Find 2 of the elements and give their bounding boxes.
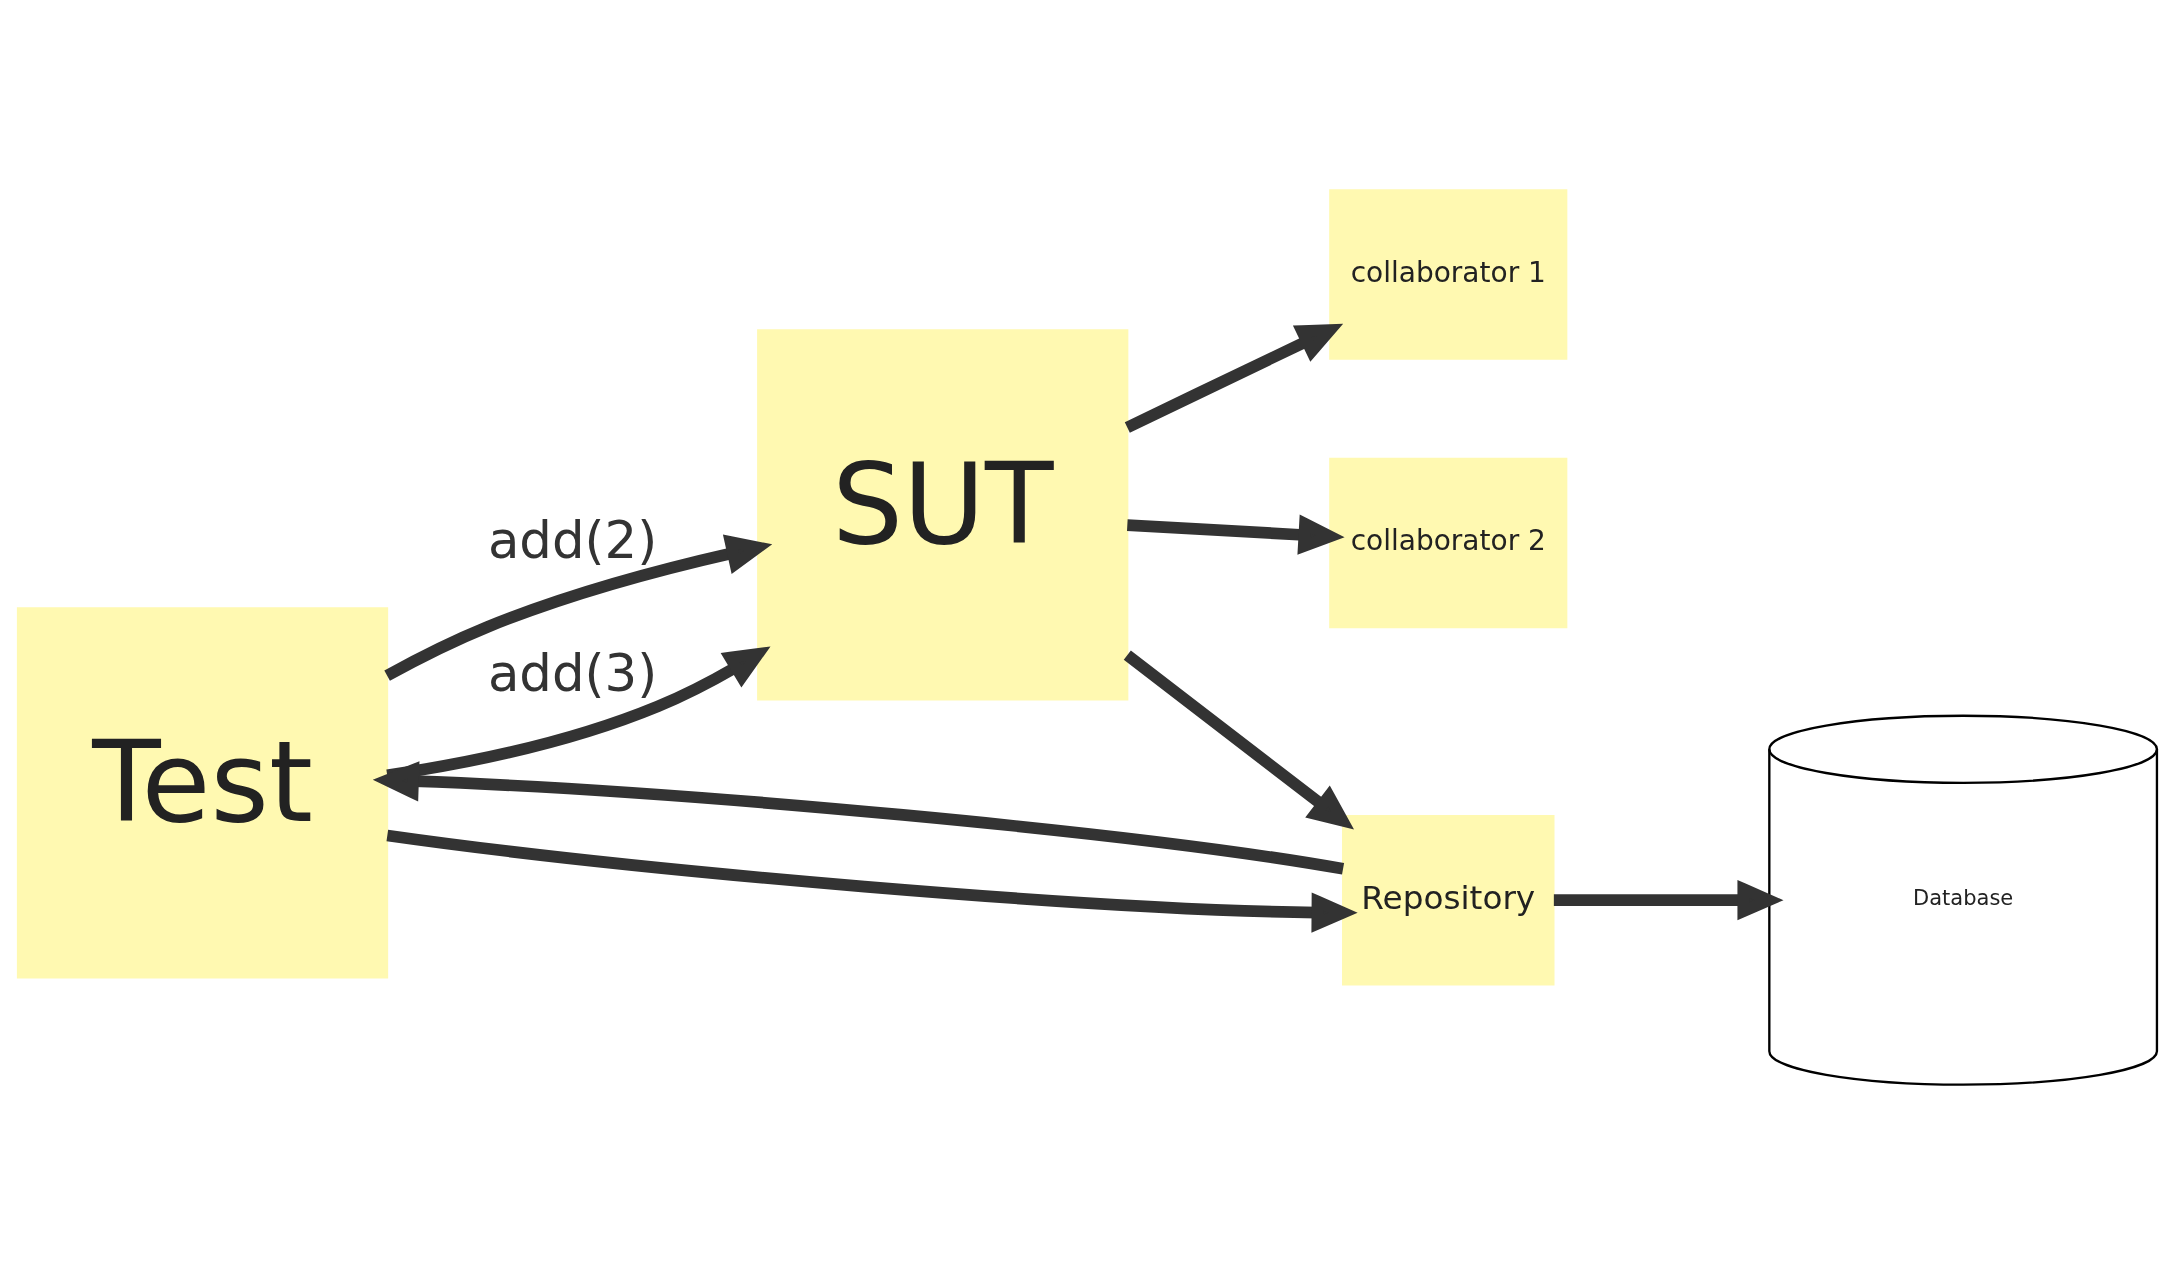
edge-label: add(2) xyxy=(487,510,658,571)
edge-label: add(3) xyxy=(487,643,658,704)
